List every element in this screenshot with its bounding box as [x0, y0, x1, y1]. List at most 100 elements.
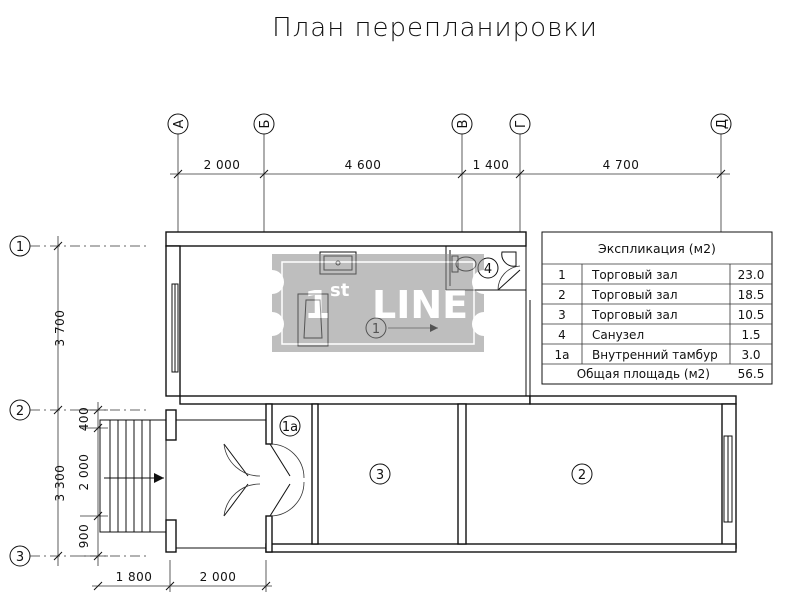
axis-label: 1 — [16, 240, 24, 255]
room-number: 3 — [376, 468, 384, 483]
dimension-tick — [515, 169, 525, 179]
dimension-label: 2 000 — [200, 570, 237, 584]
table-row: 2 Торговый зал 18.5 — [558, 288, 764, 302]
washbasin-icon — [501, 251, 517, 267]
vestibule-door-leaf-bottom — [269, 483, 291, 517]
entry-door-swing-top — [223, 443, 261, 477]
axis-markers-horizontal: 1 2 3 — [9, 235, 150, 567]
axis-markers-vertical: А Б В Г Д — [167, 113, 732, 232]
room-number: 2 — [578, 468, 586, 483]
dimension-label: 1 400 — [473, 158, 510, 172]
watermark-word: LINE — [372, 283, 468, 327]
table-row: 1 Торговый зал 23.0 — [558, 268, 764, 282]
watermark-inner-frame — [281, 261, 475, 345]
dimension-tick — [53, 551, 63, 561]
room-number: 4 — [484, 262, 492, 277]
row-name: Санузел — [592, 328, 644, 342]
axis-label: Д — [715, 119, 730, 129]
doors — [223, 265, 521, 517]
bottom-dimension-chain: 1 800 2 000 — [92, 560, 272, 592]
room-bubble — [279, 415, 301, 437]
room-marker-3: 3 — [369, 463, 391, 485]
dimension-tick — [259, 169, 269, 179]
dimension-label: 3 700 — [53, 310, 67, 347]
wall-top — [165, 231, 527, 247]
room-number: 1а — [282, 420, 298, 435]
stair-arrow-icon — [154, 473, 164, 483]
top-dimension-chain: 2 000 4 600 1 400 4 700 — [170, 158, 730, 179]
row-name: Торговый зал — [591, 308, 678, 322]
vestibule-door-swing-bottom — [269, 481, 305, 517]
explication-table: Экспликация (м2) 1 Торговый зал 23.0 2 Т… — [541, 231, 773, 385]
bathroom-door-swing — [497, 265, 521, 291]
row-number: 1 — [558, 268, 566, 282]
axis-label: А — [172, 119, 187, 128]
row-name: Внутренний тамбур — [592, 348, 718, 362]
watermark-prefix: 1 — [304, 283, 330, 327]
axis-label: 2 — [16, 404, 24, 419]
row-number: 4 — [558, 328, 566, 342]
wall-mid-horizontal — [179, 395, 531, 405]
table-row: 4 Санузел 1.5 — [558, 328, 760, 342]
watermark-badge — [272, 254, 484, 352]
entry-door-leaf-bottom — [223, 483, 249, 517]
dimension-tick — [173, 169, 183, 179]
dimension-label: 3 300 — [53, 465, 67, 502]
row-name: Торговый зал — [591, 288, 678, 302]
plan-title: План перепланировки — [272, 13, 598, 43]
staircase — [99, 419, 167, 533]
walls — [165, 231, 737, 553]
vestibule-door-swing-top — [269, 443, 305, 479]
axis-label: Г — [514, 120, 529, 128]
table-title: Экспликация (м2) — [598, 241, 716, 256]
left-dimension-chain: 3 700 3 300 400 2 000 900 — [53, 236, 108, 566]
dimension-label: 2 000 — [204, 158, 241, 172]
dimension-label: 4 700 — [603, 158, 640, 172]
row-area: 3.0 — [741, 348, 760, 362]
row-number: 2 — [558, 288, 566, 302]
wall-room3-left — [311, 403, 319, 545]
dimension-tick — [93, 581, 103, 591]
bathroom-door-leaf — [497, 269, 521, 291]
dimension-label: 2 000 — [77, 454, 91, 491]
room-marker-2: 2 — [571, 463, 593, 485]
axis-marker-d: Д — [710, 113, 732, 232]
axis-marker-1: 1 — [9, 235, 150, 257]
entry-door-leaf-top — [223, 443, 249, 477]
room-bubble — [571, 463, 593, 485]
axis-label: Б — [258, 120, 273, 129]
wall-entry-left-top — [165, 409, 177, 441]
axis-marker-v: В — [451, 113, 473, 232]
table-row: 3 Торговый зал 10.5 — [558, 308, 764, 322]
room-marker-1a: 1а — [279, 415, 301, 437]
total-value: 56.5 — [738, 367, 765, 381]
staircase-outline — [99, 419, 167, 533]
row-number: 3 — [558, 308, 566, 322]
wall-partition-3-2 — [457, 403, 467, 545]
table-row: 1а Внутренний тамбур 3.0 — [555, 348, 761, 362]
dimension-tick — [457, 169, 467, 179]
dimension-label: 400 — [77, 407, 91, 431]
dimension-tick — [716, 169, 726, 179]
dimension-label: 1 800 — [116, 570, 153, 584]
dimension-tick — [53, 241, 63, 251]
vestibule-door-leaf-top — [269, 443, 291, 477]
wall-vestibule-top — [265, 403, 273, 445]
row-number: 1а — [555, 348, 570, 362]
dimension-tick — [53, 405, 63, 415]
axis-label: В — [456, 120, 471, 129]
row-area: 1.5 — [741, 328, 760, 342]
row-area: 18.5 — [738, 288, 765, 302]
table-total-row: Общая площадь (м2) 56.5 — [577, 367, 765, 381]
total-label: Общая площадь (м2) — [577, 367, 710, 381]
axis-label: 3 — [16, 550, 24, 565]
axis-marker-a: А — [167, 113, 189, 232]
wall-bottom — [265, 543, 737, 553]
entry-door-swing-bottom — [223, 483, 261, 517]
watermark-sup: st — [330, 280, 350, 301]
watermark-logo: 1 st LINE — [272, 254, 484, 352]
axis-marker-b: Б — [253, 113, 275, 232]
wall-mid-right — [529, 395, 737, 405]
